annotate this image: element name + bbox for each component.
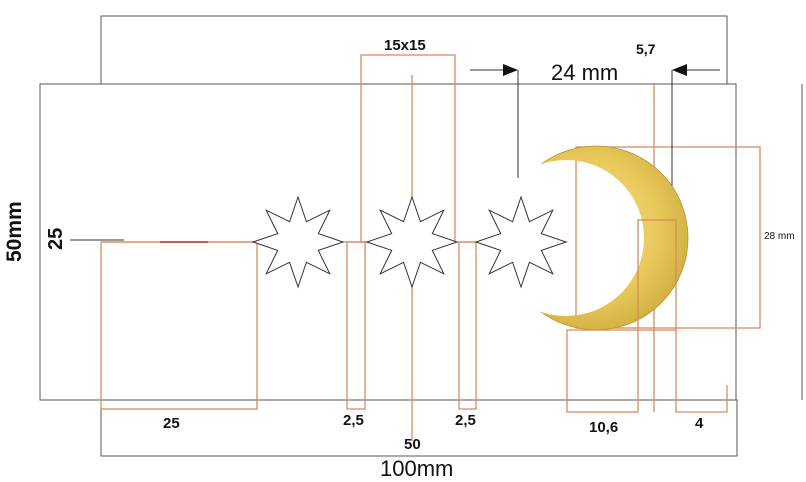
gap-right-label: 2,5	[455, 412, 476, 429]
left-field-width-label: 25	[163, 415, 180, 432]
crescent-moon-icon	[503, 145, 689, 331]
star-size-label: 15x15	[384, 37, 426, 54]
moon-overlay-box	[637, 219, 677, 331]
moon-bottom-width-label: 10,6	[589, 419, 619, 436]
top-dimension-frame	[100, 15, 728, 85]
flag-height-label: 50mm	[3, 201, 26, 262]
moon-offset-label: 5,7	[636, 41, 656, 57]
left-field-height-label: 25	[45, 227, 67, 250]
moon-right-gap-label: 4	[695, 415, 704, 432]
moon-height-label: 28 mm	[764, 231, 795, 242]
left-field-box	[100, 241, 258, 410]
bottom-dimension-frame	[100, 399, 738, 457]
star-left-icon	[251, 195, 345, 289]
gap-left-label: 2,5	[343, 412, 364, 429]
star-center-icon	[365, 195, 459, 289]
moon-right-guide	[675, 330, 728, 413]
center-mark-label: 50	[404, 436, 421, 453]
moon-width-label: 24 mm	[551, 60, 619, 85]
gap-left-box	[346, 241, 366, 410]
arrow-left-head-icon	[503, 64, 518, 76]
gap-right-box	[458, 241, 477, 410]
flag-width-label: 100mm	[380, 456, 454, 481]
frame-lines	[39, 15, 803, 457]
arrow-right-head-icon	[672, 64, 687, 76]
